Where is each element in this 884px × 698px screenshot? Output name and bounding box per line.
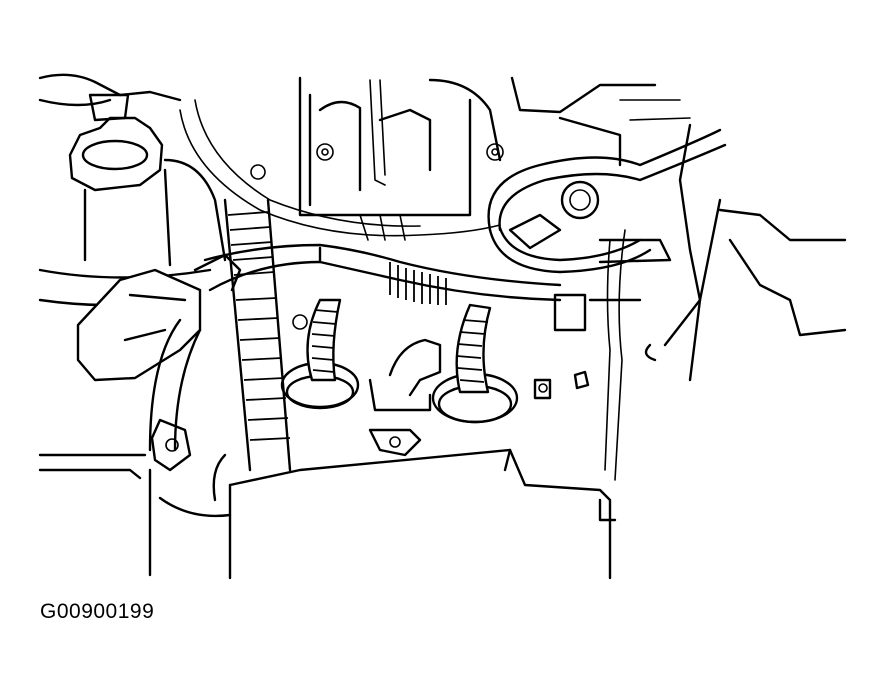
right-frame: [553, 123, 847, 382]
center-elbow-bracket: [368, 338, 590, 457]
electrical-connector: [76, 253, 242, 382]
filler-cap: [68, 93, 172, 267]
left-plug-well: [280, 298, 360, 410]
loop-hose: [487, 128, 727, 274]
wire-harness: [179, 79, 626, 481]
right-plug-well: [431, 303, 519, 424]
lower-housing: [148, 318, 617, 580]
bolts: [250, 143, 504, 330]
upper-engine-outline: [38, 73, 691, 217]
figure-code-label: G00900199: [40, 600, 155, 623]
main-hose: [203, 243, 562, 305]
corrugated-tube: [223, 198, 292, 472]
